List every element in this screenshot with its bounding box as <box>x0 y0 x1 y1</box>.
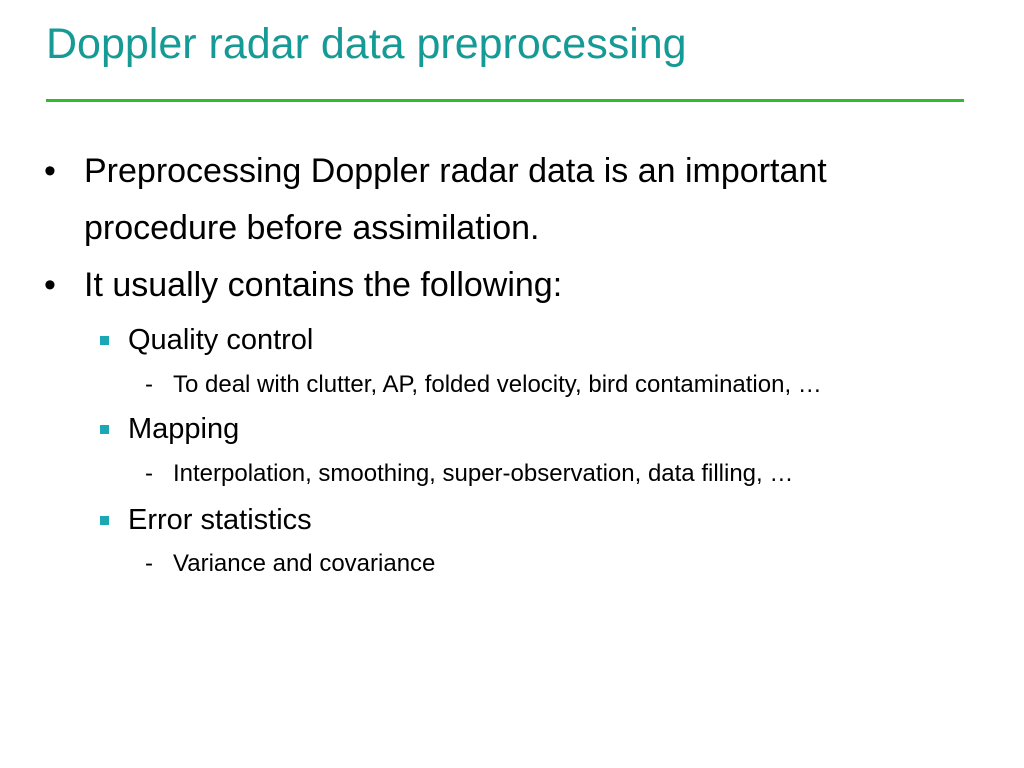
dash-bullet-icon: - <box>145 460 153 487</box>
detail-text: Variance and covariance <box>173 550 436 577</box>
slide-title: Doppler radar data preprocessing <box>46 20 687 68</box>
sub-bullet-error-statistics: Error statistics <box>100 500 312 540</box>
sub-bullet-text: Error statistics <box>128 504 312 536</box>
square-bullet-icon <box>100 516 109 525</box>
detail-mapping: - Interpolation, smoothing, super-observ… <box>145 457 794 491</box>
detail-text: Interpolation, smoothing, super-observat… <box>173 460 794 487</box>
bullet-dot-icon: • <box>44 266 56 304</box>
sub-bullet-text: Quality control <box>128 324 314 356</box>
bullet-text: Preprocessing Doppler radar data is an i… <box>84 152 827 247</box>
bullet-item-preprocessing: • Preprocessing Doppler radar data is an… <box>44 143 984 257</box>
sub-bullet-quality-control: Quality control <box>100 320 314 360</box>
detail-text: To deal with clutter, AP, folded velocit… <box>173 371 822 398</box>
dash-bullet-icon: - <box>145 371 153 398</box>
dash-bullet-icon: - <box>145 550 153 577</box>
square-bullet-icon <box>100 425 109 434</box>
bullet-text: It usually contains the following: <box>84 266 563 304</box>
detail-error-statistics: - Variance and covariance <box>145 547 436 581</box>
detail-quality-control: - To deal with clutter, AP, folded veloc… <box>145 368 822 402</box>
title-underline <box>46 99 964 102</box>
bullet-dot-icon: • <box>44 152 56 190</box>
bullet-item-contains: • It usually contains the following: <box>44 257 984 314</box>
sub-bullet-mapping: Mapping <box>100 409 240 449</box>
sub-bullet-text: Mapping <box>128 413 240 445</box>
square-bullet-icon <box>100 336 109 345</box>
